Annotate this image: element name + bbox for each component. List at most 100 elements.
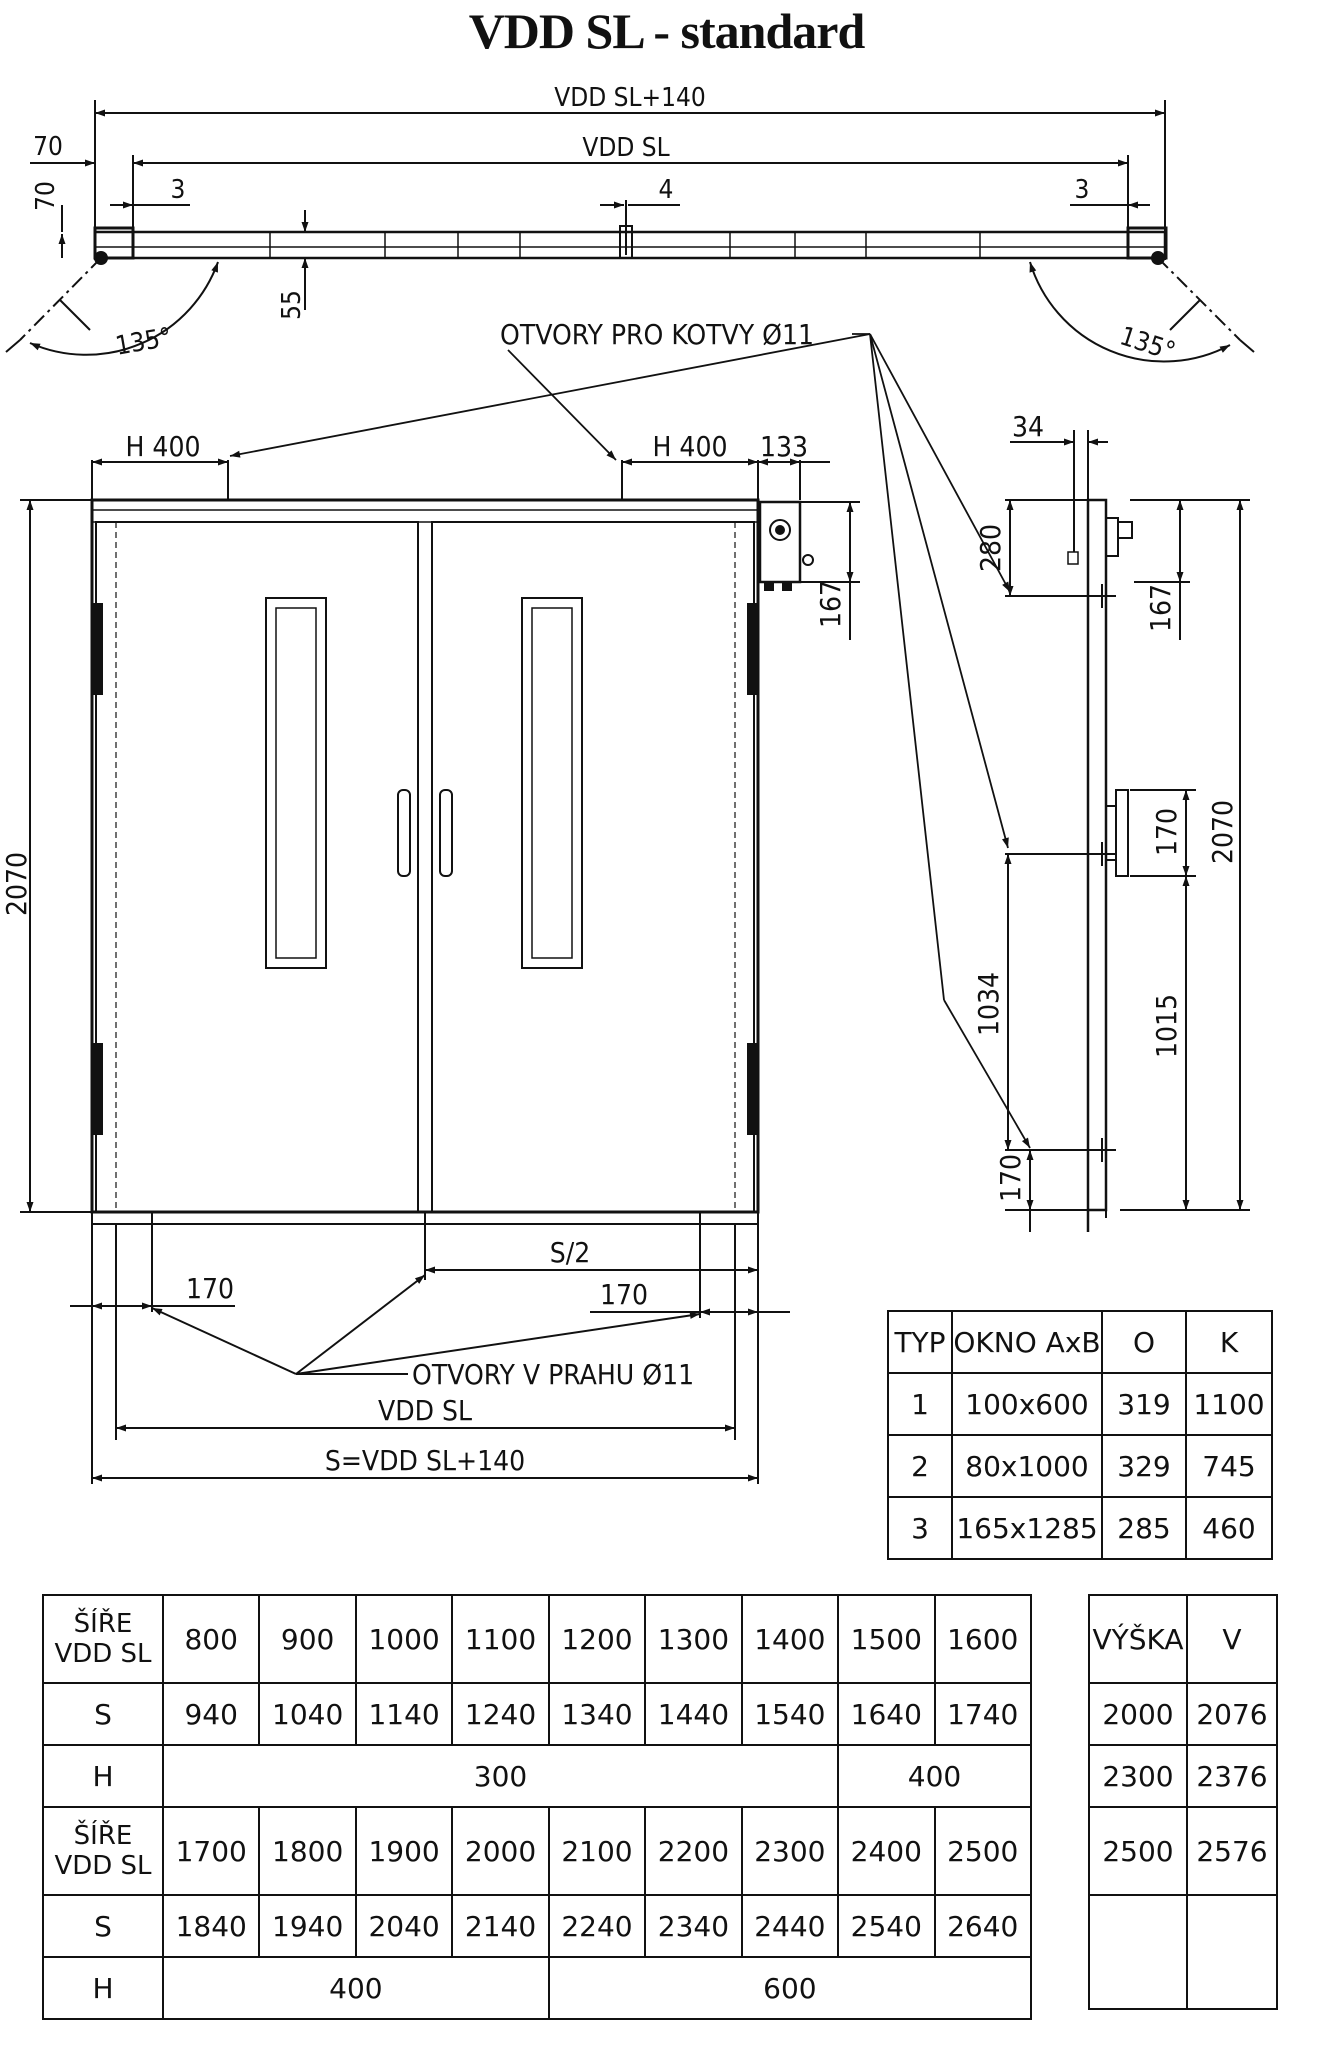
table-row: S 1840 1940 2040 2140 2240 2340 2440 254… bbox=[42, 1894, 1032, 1958]
table-cell: 600 bbox=[547, 1956, 1033, 2020]
table-cell: 1740 bbox=[933, 1682, 1032, 1746]
threshold-holes-label: OTVORY V PRAHU Ø11 bbox=[412, 1358, 694, 1391]
table-cell: 2300 bbox=[740, 1806, 840, 1896]
table-cell: 1800 bbox=[258, 1806, 357, 1896]
left-handle bbox=[397, 789, 411, 877]
height-table: VÝŠKA V 2000 2076 2300 2376 2500 2576 bbox=[1088, 1594, 1278, 2010]
table-cell: 460 bbox=[1185, 1496, 1273, 1560]
bottom-inner-label: VDD SL bbox=[378, 1394, 472, 1427]
s-label: S bbox=[42, 1894, 164, 1958]
table-cell: 2540 bbox=[837, 1894, 936, 1958]
h400-right-label: H 400 bbox=[652, 430, 727, 463]
table-cell bbox=[1088, 1894, 1188, 2010]
table-cell: 2376 bbox=[1186, 1744, 1278, 1808]
table-cell: 2000 bbox=[451, 1806, 550, 1896]
dim-34-label: 34 bbox=[1012, 410, 1044, 443]
table-row: TYP OKNO AxB O K bbox=[887, 1310, 1273, 1374]
table-cell: 329 bbox=[1101, 1434, 1187, 1498]
table-cell: 1 bbox=[887, 1372, 953, 1436]
size-table: ŠÍŘE VDD SL 800 900 1000 1100 1200 1300 … bbox=[42, 1594, 1033, 2020]
table-cell: 2300 bbox=[1088, 1744, 1188, 1808]
table-cell: 2340 bbox=[644, 1894, 743, 1958]
table-row: 2500 2576 bbox=[1088, 1806, 1278, 1896]
table-cell: 400 bbox=[837, 1744, 1032, 1808]
angle-left-label: 135° bbox=[113, 322, 174, 361]
dim-167-front-label: 167 bbox=[814, 580, 847, 628]
window-type-table: TYP OKNO AxB O K 1 100x600 319 1100 2 80… bbox=[887, 1310, 1273, 1560]
table-row: H 300 400 bbox=[42, 1744, 1032, 1808]
table-row: 2 80x1000 329 745 bbox=[887, 1434, 1273, 1498]
o-header: O bbox=[1101, 1310, 1187, 1374]
right-door-leaf bbox=[431, 521, 755, 1213]
table-cell: 2040 bbox=[354, 1894, 454, 1958]
typ-header: TYP bbox=[887, 1310, 953, 1374]
width-header: ŠÍŘE VDD SL bbox=[42, 1594, 164, 1684]
bottom-overall-label: S=VDD SL+140 bbox=[325, 1444, 525, 1477]
table-cell: 1840 bbox=[161, 1894, 261, 1958]
center-gap-label: 4 bbox=[659, 175, 674, 205]
table-row: S 940 1040 1140 1240 1340 1440 1540 1640… bbox=[42, 1682, 1032, 1746]
table-row: 2000 2076 bbox=[1088, 1682, 1278, 1746]
dim-133-label: 133 bbox=[760, 430, 808, 463]
v-header: V bbox=[1186, 1594, 1278, 1684]
table-cell: 1300 bbox=[644, 1594, 743, 1684]
table-cell: 285 bbox=[1101, 1496, 1187, 1560]
table-cell bbox=[1186, 1894, 1278, 2010]
table-cell: 300 bbox=[161, 1744, 840, 1808]
table-cell: 400 bbox=[162, 1956, 550, 2020]
table-cell: 900 bbox=[258, 1594, 357, 1684]
table-cell: 1240 bbox=[451, 1682, 550, 1746]
dim-1034-label: 1034 bbox=[972, 972, 1005, 1036]
table-row: H 400 600 bbox=[42, 1956, 1033, 2020]
dim-170-right-label: 170 bbox=[600, 1278, 648, 1311]
dim-280-label: 280 bbox=[974, 524, 1007, 572]
s-label: S bbox=[42, 1682, 164, 1746]
table-cell: 165x1285 bbox=[951, 1496, 1103, 1560]
table-cell: 1940 bbox=[258, 1894, 357, 1958]
anchor-holes-label: OTVORY PRO KOTVY Ø11 bbox=[500, 318, 814, 351]
table-row: 3 165x1285 285 460 bbox=[887, 1496, 1273, 1560]
overall-width-label: VDD SL+140 bbox=[554, 83, 706, 113]
plan-view bbox=[5, 100, 1255, 363]
width-header: ŠÍŘE VDD SL bbox=[42, 1806, 164, 1896]
table-row: ŠÍŘE VDD SL 800 900 1000 1100 1200 1300 … bbox=[42, 1594, 1032, 1684]
table-cell: 745 bbox=[1185, 1434, 1273, 1498]
k-header: K bbox=[1185, 1310, 1273, 1374]
table-row: ŠÍŘE VDD SL 1700 1800 1900 2000 2100 220… bbox=[42, 1806, 1032, 1896]
table-cell: 1400 bbox=[740, 1594, 840, 1684]
table-cell: 2440 bbox=[740, 1894, 840, 1958]
table-cell: 1000 bbox=[354, 1594, 454, 1684]
inner-width-label: VDD SL bbox=[582, 133, 669, 163]
dim-170-side-top-label: 170 bbox=[1150, 808, 1183, 856]
half-width-label: S/2 bbox=[550, 1236, 591, 1269]
drawing-title: VDD SL - standard bbox=[468, 3, 866, 59]
table-cell: 3 bbox=[887, 1496, 953, 1560]
window-header: OKNO AxB bbox=[951, 1310, 1103, 1374]
dim-2070-front-label: 2070 bbox=[0, 852, 33, 916]
table-cell: 1600 bbox=[933, 1594, 1032, 1684]
table-cell: 80x1000 bbox=[951, 1434, 1103, 1498]
table-cell: 1540 bbox=[740, 1682, 840, 1746]
table-cell: 1140 bbox=[354, 1682, 454, 1746]
side-view bbox=[1004, 430, 1250, 1232]
table-cell: 1700 bbox=[161, 1806, 261, 1896]
table-cell: 1100 bbox=[451, 1594, 550, 1684]
front-elevation bbox=[20, 458, 860, 1484]
table-row bbox=[1088, 1894, 1278, 2010]
table-cell: 2640 bbox=[933, 1894, 1032, 1958]
lock-box bbox=[758, 500, 802, 584]
right-handle bbox=[439, 789, 453, 877]
table-cell: 2200 bbox=[644, 1806, 743, 1896]
table-cell: 1340 bbox=[547, 1682, 647, 1746]
dim-2070-side-label: 2070 bbox=[1206, 800, 1239, 864]
table-cell: 1640 bbox=[837, 1682, 936, 1746]
table-cell: 940 bbox=[161, 1682, 261, 1746]
table-cell: 100x600 bbox=[951, 1372, 1103, 1436]
depth-55-label: 55 bbox=[277, 290, 307, 320]
door-frame bbox=[90, 498, 760, 1214]
h-label: H bbox=[42, 1956, 164, 2020]
table-cell: 1040 bbox=[258, 1682, 357, 1746]
table-cell: 2100 bbox=[547, 1806, 647, 1896]
table-row: 1 100x600 319 1100 bbox=[887, 1372, 1273, 1436]
